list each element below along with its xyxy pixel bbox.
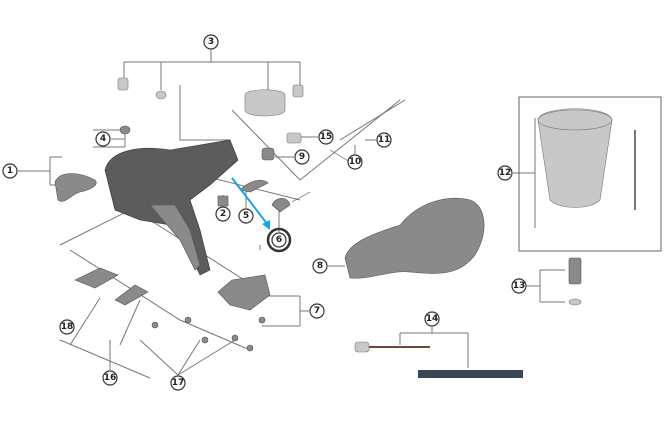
part-8-hood — [344, 197, 485, 279]
callout-5[interactable]: 5 — [238, 208, 254, 224]
svg-text:8: 8 — [317, 261, 323, 271]
callout-9[interactable]: 9 — [294, 149, 310, 165]
callout-1[interactable]: 1 — [2, 163, 18, 179]
callout-14[interactable]: 14 — [424, 311, 440, 327]
svg-text:17: 17 — [172, 378, 185, 388]
callout-3[interactable]: 3 — [203, 34, 219, 50]
part-2 — [217, 195, 229, 207]
screw-3b — [292, 84, 304, 98]
part-16 — [114, 284, 149, 306]
callout-18[interactable]: 18 — [59, 319, 75, 335]
svg-text:5: 5 — [243, 211, 249, 221]
callout-17[interactable]: 17 — [170, 375, 186, 391]
svg-text:2: 2 — [220, 209, 226, 219]
part-10 — [329, 149, 351, 163]
callout-13[interactable]: 13 — [511, 278, 527, 294]
callout-15[interactable]: 15 — [318, 129, 334, 145]
part-15 — [286, 132, 302, 144]
svg-text:16: 16 — [104, 373, 117, 383]
part-13 — [568, 257, 582, 285]
part-6 — [271, 191, 311, 213]
svg-text:4: 4 — [100, 134, 106, 144]
part-7 — [217, 274, 271, 311]
svg-text:3: 3 — [208, 37, 214, 47]
callout-8[interactable]: 8 — [312, 258, 328, 274]
screw-17 — [246, 344, 254, 352]
callout-2[interactable]: 2 — [215, 206, 231, 222]
screw-17 — [231, 334, 239, 342]
callout-12[interactable]: 12 — [497, 165, 513, 181]
callout-11[interactable]: 11 — [376, 132, 392, 148]
part-4-cap — [119, 125, 131, 135]
svg-text:9: 9 — [299, 152, 305, 162]
highlight-arrow-shaft — [231, 177, 269, 226]
part-1-hood-cover — [54, 173, 97, 202]
screw-7 — [258, 316, 266, 324]
callout-16[interactable]: 16 — [102, 370, 118, 386]
highlight-arrow-head — [262, 220, 270, 230]
washer-3 — [155, 90, 167, 100]
clamp-band — [244, 89, 286, 117]
callout-4[interactable]: 4 — [95, 131, 111, 147]
svg-text:11: 11 — [378, 135, 391, 145]
screw-17 — [184, 316, 192, 324]
callout-6-highlighted[interactable]: 6 — [266, 227, 292, 253]
screw-3a — [117, 77, 129, 91]
part-18 — [74, 267, 119, 289]
parts — [54, 77, 636, 378]
part-14-housing — [418, 370, 523, 378]
svg-text:18: 18 — [61, 322, 74, 332]
svg-text:6: 6 — [276, 235, 282, 245]
svg-text:10: 10 — [349, 157, 362, 167]
part-13-oring — [568, 298, 582, 306]
leader-lines — [18, 50, 565, 379]
brake-lever — [149, 204, 201, 271]
part-11-cable — [339, 99, 406, 141]
svg-text:12: 12 — [499, 168, 512, 178]
callout-6-highlight-ring — [266, 227, 292, 253]
callout-7[interactable]: 7 — [309, 303, 325, 319]
part-9 — [261, 147, 275, 161]
screw-17 — [151, 321, 159, 329]
svg-text:14: 14 — [426, 314, 439, 324]
svg-text:13: 13 — [513, 281, 526, 291]
part-12-box — [518, 96, 662, 252]
part-12-cup-rim — [537, 109, 613, 131]
svg-text:1: 1 — [7, 166, 13, 176]
callout-10[interactable]: 10 — [347, 154, 363, 170]
svg-text:7: 7 — [314, 306, 320, 316]
part-5 — [239, 180, 269, 193]
screw-17 — [201, 336, 209, 344]
part-14-cable-end — [354, 341, 370, 353]
highlight-arrow — [231, 177, 270, 230]
svg-text:15: 15 — [320, 132, 333, 142]
